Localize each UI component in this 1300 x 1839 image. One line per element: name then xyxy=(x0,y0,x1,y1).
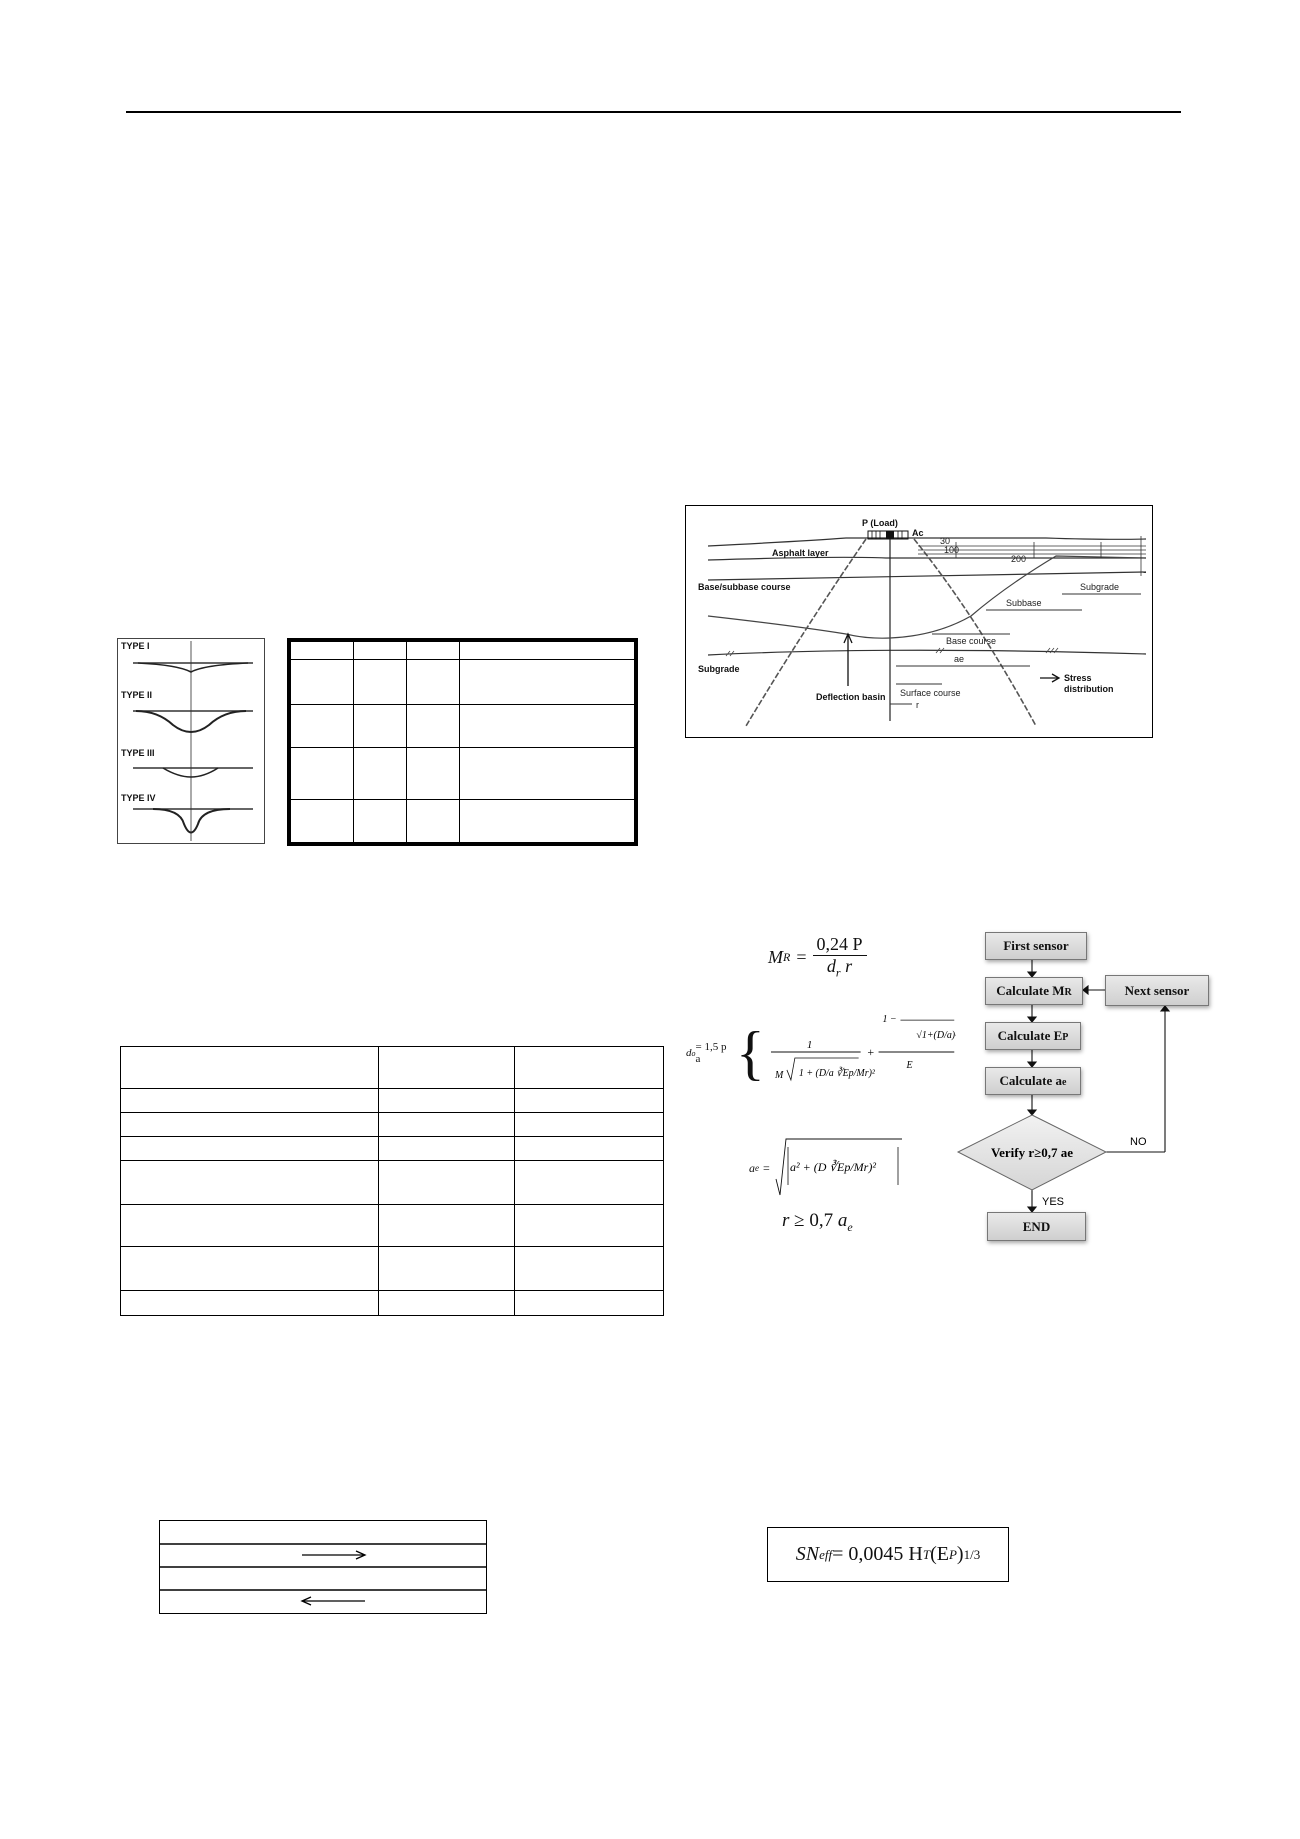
condition-equation: r ≥ 0,7 ae xyxy=(782,1210,853,1234)
type-3-label: TYPE III xyxy=(121,748,155,758)
svg-text:a² + (D ∛Ep/Mr)²: a² + (D ∛Ep/Mr)² xyxy=(790,1159,876,1174)
subgrade-right-label: Subgrade xyxy=(1080,582,1119,592)
deflection-basin-curve xyxy=(707,555,1147,639)
next-sensor-box: Next sensor xyxy=(1105,975,1209,1006)
r-label: r xyxy=(916,700,919,710)
type-4-label: TYPE IV xyxy=(121,793,156,803)
r100-label: 100 xyxy=(944,545,959,555)
properties-table xyxy=(120,1046,664,1316)
arrow-right-icon xyxy=(302,1550,367,1560)
verify-label: Verify r≥0,7 ae xyxy=(991,1145,1073,1160)
calculate-mr-box: Calculate MR xyxy=(985,977,1083,1005)
end-box: END xyxy=(987,1212,1086,1241)
mr-numerator: 0,24 P xyxy=(812,934,867,956)
flowchart: Verify r≥0,7 ae NO YES First sensor Calc… xyxy=(950,920,1225,1250)
load-label: P (Load) xyxy=(862,518,898,528)
svg-text:+: + xyxy=(866,1045,874,1059)
deflection-types-figure: TYPE I TYPE II TYPE III TYPE IV xyxy=(117,638,265,844)
type-3-curve xyxy=(162,767,219,778)
type-1-curve xyxy=(137,662,249,673)
r200-label: 200 xyxy=(1011,554,1026,564)
type-2-curve xyxy=(135,710,247,733)
ae-label: ae xyxy=(954,654,964,664)
subbase-label: Subbase xyxy=(1006,598,1042,608)
arrow-left-icon xyxy=(300,1596,365,1606)
svg-text:E: E xyxy=(905,1060,912,1071)
surface-course-label: Surface course xyxy=(900,688,961,698)
base-subbase-label: Base/subbase course xyxy=(698,582,791,592)
stress-distribution-figure: P (Load) Ac Asphalt layer Base/subbase c… xyxy=(685,505,1153,738)
base-course-label: Base course xyxy=(946,636,996,646)
r30-label: 30 xyxy=(940,536,950,546)
header-rule xyxy=(126,111,1181,113)
svg-text:1: 1 xyxy=(807,1039,812,1051)
asphalt-layer-label: Asphalt layer xyxy=(772,548,829,558)
calculate-ep-box: Calculate EP xyxy=(985,1022,1081,1050)
svg-text:1 + (D/a ∛Ep/Mr)²: 1 + (D/a ∛Ep/Mr)² xyxy=(799,1066,876,1079)
first-sensor-box: First sensor xyxy=(985,932,1087,960)
classification-table xyxy=(287,638,638,846)
stress-label: Stress xyxy=(1064,673,1092,683)
type-2-label: TYPE II xyxy=(121,690,152,700)
lane-diagram xyxy=(159,1520,487,1614)
no-label: NO xyxy=(1130,1136,1147,1148)
svg-text:1 −: 1 − xyxy=(882,1014,896,1025)
type-4-curve xyxy=(152,808,231,834)
ac-label: Ac xyxy=(912,528,924,538)
verify-decision xyxy=(956,1114,1108,1191)
subgrade-left-label: Subgrade xyxy=(698,664,740,674)
svg-text:√1+(D/a)²: √1+(D/a)² xyxy=(916,1030,956,1041)
distribution-label: distribution xyxy=(1064,684,1114,694)
deflection-basin-label: Deflection basin xyxy=(816,692,886,702)
type-1-label: TYPE I xyxy=(121,641,150,651)
mr-denominator: dr r xyxy=(826,956,853,980)
svg-text:M: M xyxy=(774,1070,784,1081)
yes-label: YES xyxy=(1042,1196,1064,1208)
calculate-ae-box: Calculate ae xyxy=(985,1067,1081,1095)
